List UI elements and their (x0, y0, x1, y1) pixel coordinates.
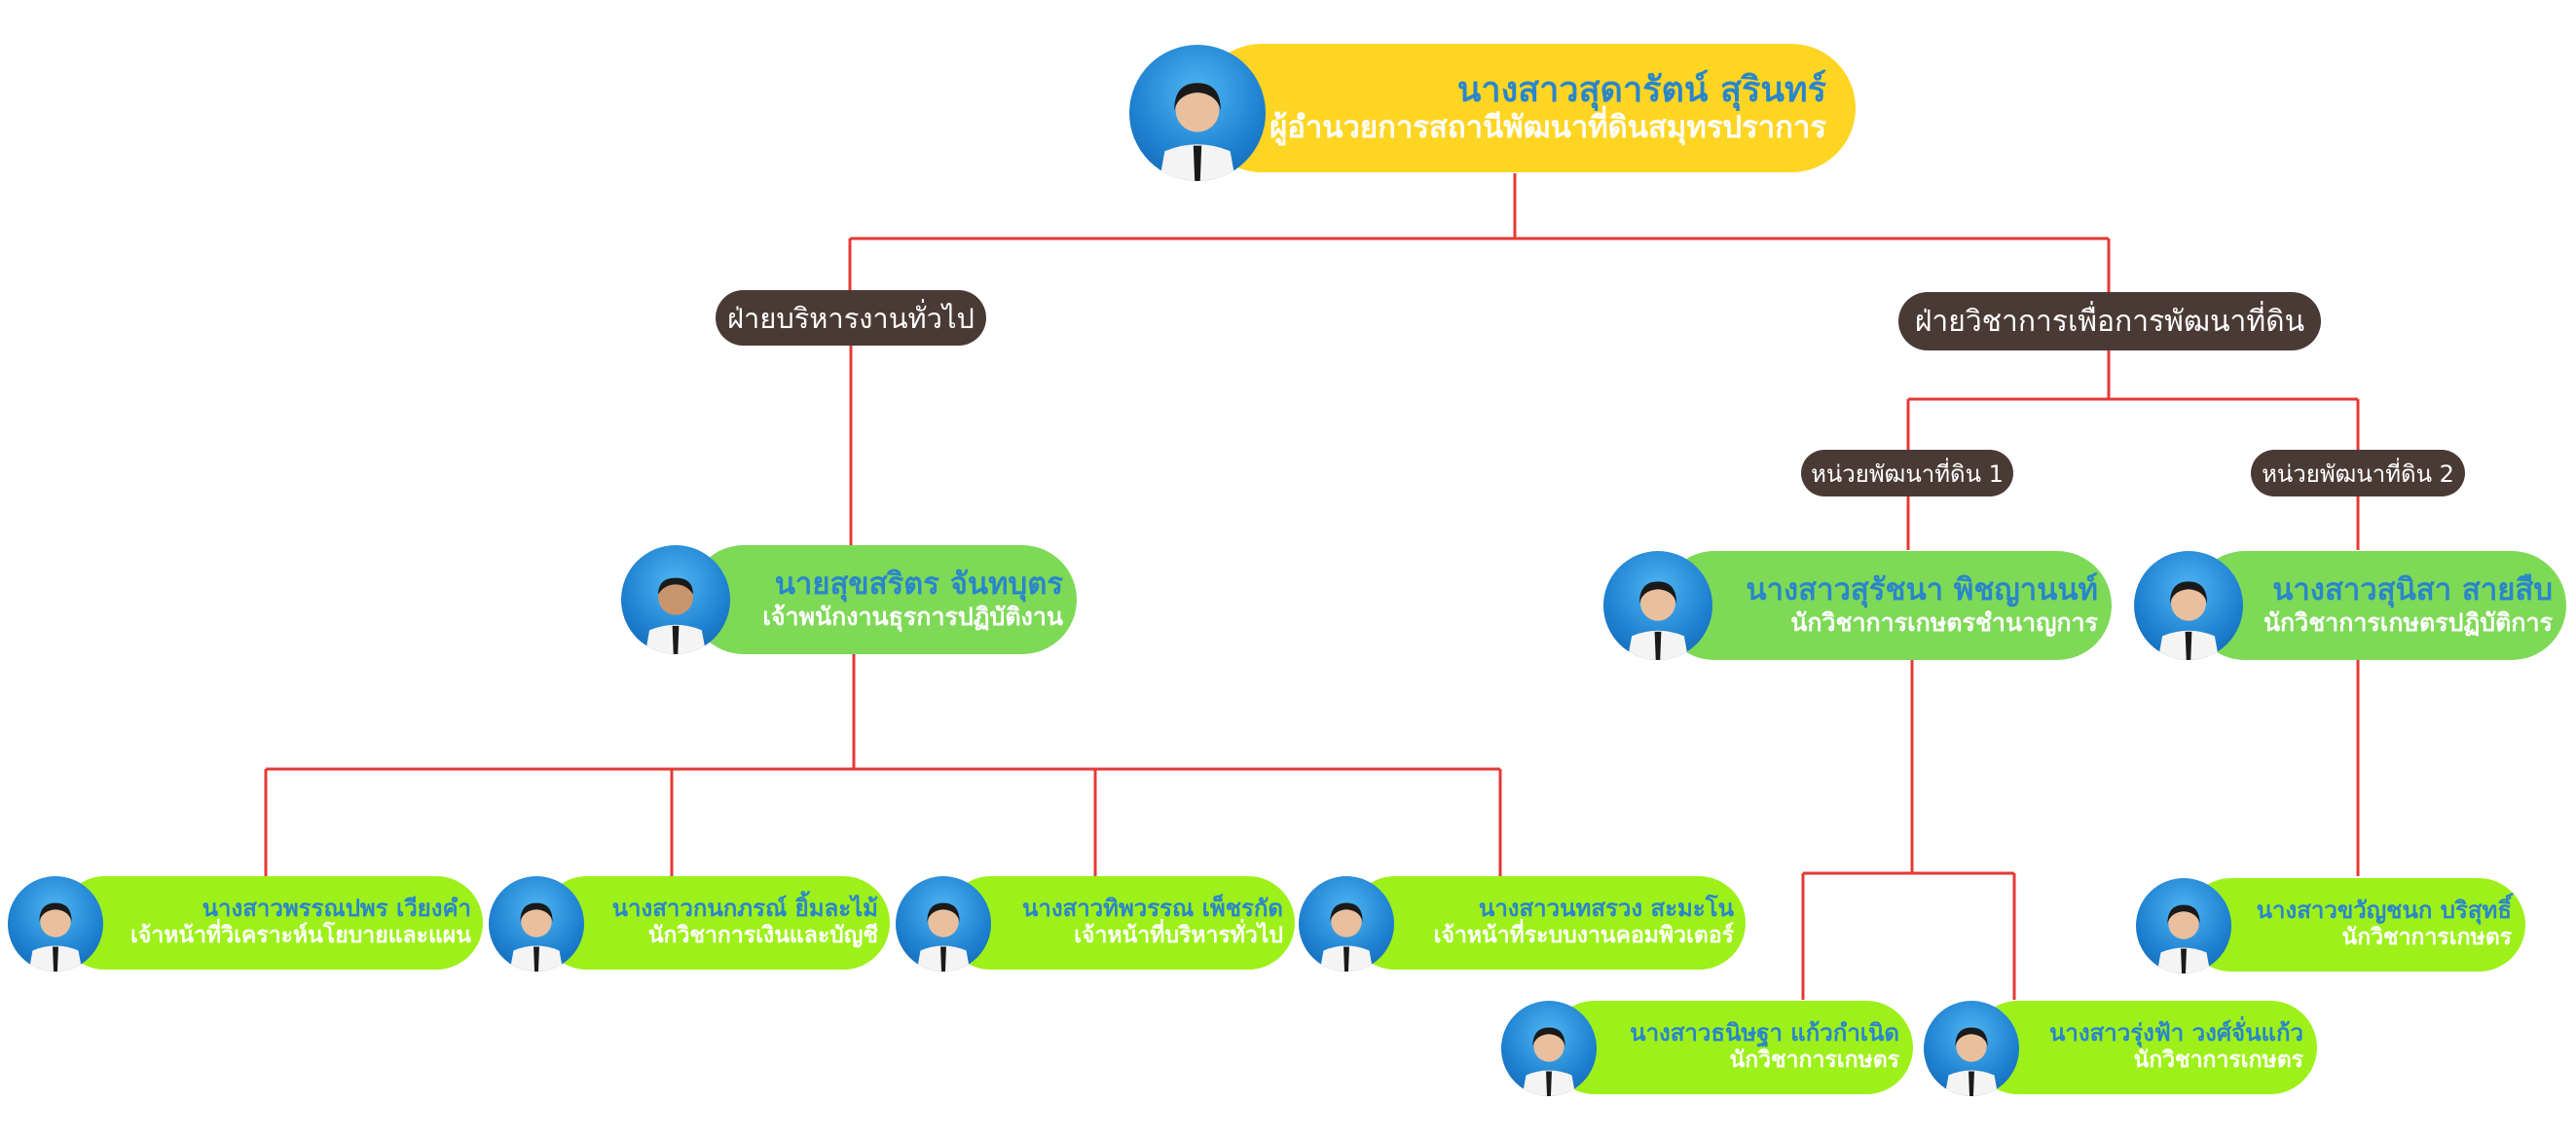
avatar (1129, 45, 1266, 181)
director-role: ผู้อำนวยการสถานีพัฒนาที่ดินสมุทรปราการ (1270, 110, 1826, 146)
unit1-head-name: นางสาวสุรัชนา พิชญานนท์ (1746, 572, 2098, 608)
avatar (1299, 876, 1394, 972)
staff-role: นักวิชาการเกษตร (1729, 1047, 1899, 1073)
avatar (2134, 551, 2243, 660)
director-name: นางสาวสุดารัตน์ สุรินทร์ (1456, 69, 1826, 110)
unit2-label: หน่วยพัฒนาที่ดิน 2 (2251, 450, 2465, 496)
staff-name: นางสาวนทสรวง สะมะโน (1478, 895, 1734, 923)
person-photo-icon (1627, 581, 1689, 660)
staff-role: นักวิชาการเกษตร (2341, 925, 2512, 950)
avatar (1501, 1001, 1597, 1096)
director-card: นางสาวสุดารัตน์ สุรินทร์ ผู้อำนวยการสถาน… (1197, 44, 1856, 172)
staff-name: นางสาวขวัญชนก บริสุทธิ์ (2256, 897, 2512, 925)
staff-card: นางสาวทิพวรรณ เพ็ชรกัด เจ้าหน้าที่บริหาร… (944, 876, 1295, 970)
general-head-card: นายสุขสริตร จันทบุตร เจ้าพนักงานธุรการปฏ… (689, 545, 1077, 654)
staff-card: นางสาวธนิษฐา แก้วกำเนิด นักวิชาการเกษตร (1548, 1001, 1913, 1094)
staff-name: นางสาวธนิษฐา แก้วกำเนิด (1630, 1019, 1899, 1047)
staff-card: นางสาวขวัญชนก บริสุทธิ์ นักวิชาการเกษตร (2185, 878, 2525, 972)
staff-name: นางสาวพรรณปพร เวียงคำ (202, 895, 471, 923)
staff-card: นางสาวกนกภรณ์ ยิ้มละไม้ นักวิชาการเงินแล… (540, 876, 890, 970)
staff-role: นักวิชาการเงินและบัญชี (647, 923, 878, 948)
person-photo-icon (28, 902, 83, 972)
unit2-head-card: นางสาวสุนิสา สายสืบ นักวิชาการเกษตรปฏิบั… (2190, 551, 2566, 660)
avatar (1924, 1001, 2019, 1096)
person-photo-icon (644, 577, 707, 654)
general-head-name: นายสุขสริตร จันทบุตร (774, 567, 1063, 603)
avatar (2136, 878, 2231, 974)
staff-role: เจ้าหน้าที่บริหารทั่วไป (1074, 923, 1283, 948)
staff-role: เจ้าหน้าที่ระบบงานคอมพิวเตอร์ (1433, 923, 1734, 948)
staff-role: เจ้าหน้าที่วิเคราะห์นโยบายและแผน (130, 923, 471, 948)
person-photo-icon (2157, 581, 2220, 660)
staff-name: นางสาวทิพวรรณ เพ็ชรกัด (1021, 895, 1283, 923)
unit2-head-name: นางสาวสุนิสา สายสืบ (2272, 572, 2553, 608)
staff-role: นักวิชาการเกษตร (2133, 1047, 2303, 1073)
person-photo-icon (1319, 902, 1374, 972)
dept-technical-label: ฝ่ายวิชาการเพื่อการพัฒนาที่ดิน (1898, 292, 2321, 350)
unit2-head-role: นักวิชาการเกษตรปฏิบัติการ (2263, 607, 2553, 637)
staff-card: นางสาวนทสรวง สะมะโน เจ้าหน้าที่ระบบงานคอ… (1348, 876, 1746, 970)
avatar (1603, 551, 1712, 660)
person-photo-icon (2156, 904, 2211, 974)
person-photo-icon (509, 902, 564, 972)
person-photo-icon (916, 902, 971, 972)
avatar (8, 876, 103, 972)
avatar (621, 545, 730, 654)
general-head-role: เจ้าพนักงานธุรการปฏิบัติงาน (762, 602, 1063, 631)
unit1-label: หน่วยพัฒนาที่ดิน 1 (1801, 450, 2013, 496)
connector-group (264, 173, 2360, 1000)
person-photo-icon (1159, 83, 1236, 181)
avatar (489, 876, 584, 972)
unit1-head-role: นักวิชาการเกษตรชำนาญการ (1790, 607, 2098, 637)
unit1-head-card: นางสาวสุรัชนา พิชญานนท์ นักวิชาการเกษตรช… (1660, 551, 2112, 660)
staff-card: นางสาวรุ่งฟ้า วงศ์จั่นแก้ว นักวิชาการเกษ… (1971, 1001, 2317, 1094)
dept-general-label: ฝ่ายบริหารงานทั่วไป (716, 290, 986, 346)
staff-name: นางสาวรุ่งฟ้า วงศ์จั่นแก้ว (2048, 1019, 2303, 1047)
staff-name: นางสาวกนกภรณ์ ยิ้มละไม้ (611, 895, 878, 923)
person-photo-icon (1522, 1027, 1576, 1096)
avatar (896, 876, 991, 972)
staff-card: นางสาวพรรณปพร เวียงคำ เจ้าหน้าที่วิเคราะ… (58, 876, 483, 970)
person-photo-icon (1944, 1027, 1999, 1096)
